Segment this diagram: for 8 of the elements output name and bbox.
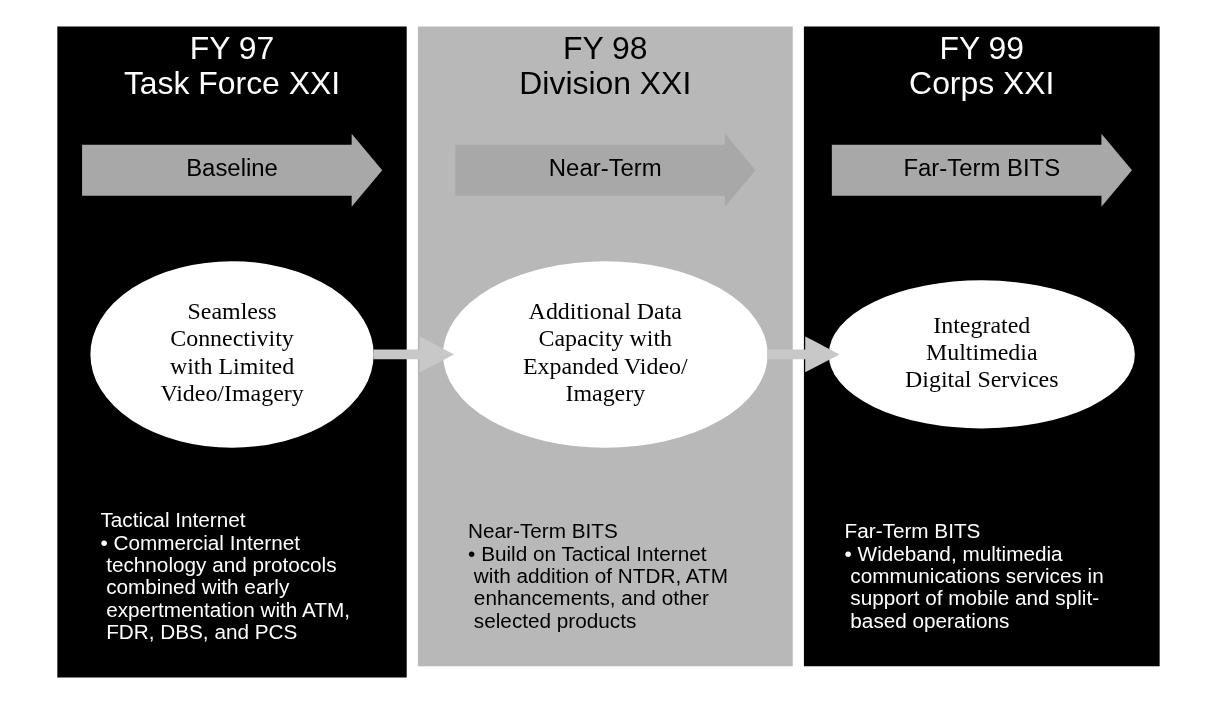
node-text: Tactical Internet • Commercial Internet technology and protocols combined with early expertmentation with ATM, FDR, DBS, and PCS — [100, 508, 350, 643]
node-ellipse: Integrated Multimedia Digital Services — [828, 280, 1135, 429]
node-text: Near-Term BITS • Build on Tactical Internet with addition of NTDR, ATM enhancements, and other selected products — [468, 519, 728, 632]
node-text: Far-Term BITS • Wideband, multimedia communications services in support of mobile and split-based operations — [844, 519, 1104, 632]
node-ellipse: Seamless Connectivity with Limited Video/Imagery — [90, 261, 374, 448]
node-ellipse: Additional Data Capacity with Expanded Video/ Imagery — [443, 261, 768, 448]
arrow — [767, 336, 840, 373]
arrow — [373, 336, 454, 373]
